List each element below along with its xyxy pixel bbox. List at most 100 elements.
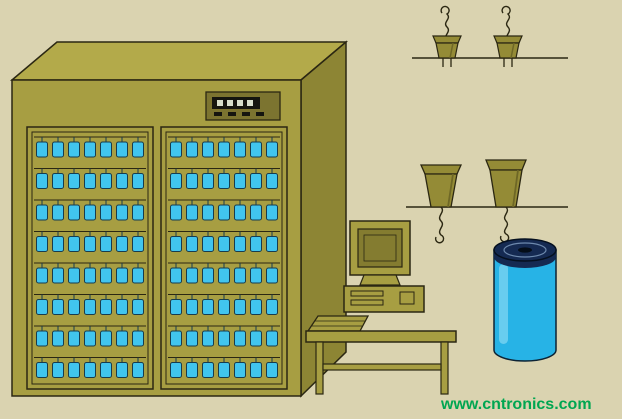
curled-lead-wire <box>499 206 510 243</box>
shelf-capacitor <box>419 164 463 244</box>
capacitor <box>84 330 96 347</box>
capacitor <box>52 330 64 347</box>
capacitor <box>266 173 278 189</box>
capacitor <box>170 299 182 315</box>
capacitor <box>250 204 262 221</box>
capacitor <box>170 330 182 347</box>
capacitor <box>250 236 262 252</box>
capacitor <box>186 141 198 158</box>
capacitor <box>84 141 96 158</box>
capacitor <box>186 299 198 315</box>
curled-lead-wire <box>440 5 450 41</box>
capacitor <box>52 267 64 284</box>
capacitor <box>218 299 230 315</box>
panel-button <box>228 112 236 116</box>
capacitor <box>266 236 278 252</box>
capacitor <box>250 141 262 158</box>
panel-button <box>256 112 264 116</box>
monitor <box>349 220 411 286</box>
capacitor <box>234 141 246 158</box>
capacitor <box>52 141 64 158</box>
capacitor <box>202 330 214 347</box>
capacitor <box>234 267 246 284</box>
capacitor <box>218 204 230 221</box>
capacitor <box>250 173 262 189</box>
large-capacitor <box>493 238 557 362</box>
monitoring-workstation <box>305 220 457 395</box>
capacitor <box>116 362 128 378</box>
capacitor <box>234 204 246 221</box>
capacitor <box>84 173 96 189</box>
top-vent-ring <box>503 242 547 258</box>
capacitor-body <box>435 42 459 59</box>
capacitor <box>170 173 182 189</box>
capacitor <box>202 173 214 189</box>
door-frame-outer <box>26 126 154 390</box>
capacitor <box>250 299 262 315</box>
table-top <box>305 330 457 343</box>
capacitor <box>84 299 96 315</box>
capacitor <box>186 330 198 347</box>
capacitor-shading <box>447 173 454 208</box>
capacitor <box>36 173 48 189</box>
door-frame-inner <box>165 131 283 385</box>
panel-button <box>242 112 250 116</box>
top-vent-center <box>518 247 532 253</box>
capacitor <box>202 141 214 158</box>
control-panel <box>205 91 281 121</box>
capacitor <box>218 330 230 347</box>
capacitor <box>36 141 48 158</box>
capacitor <box>68 141 80 158</box>
capacitor <box>132 299 144 315</box>
shelf-capacitors <box>406 159 568 244</box>
capacitor <box>186 267 198 284</box>
capacitor <box>234 362 246 378</box>
capacitor <box>100 267 112 284</box>
capacitor <box>266 141 278 158</box>
capacitor <box>116 141 128 158</box>
capacitor <box>68 173 80 189</box>
capacitor <box>36 299 48 315</box>
capacitor <box>250 267 262 284</box>
capacitor-flange <box>485 159 527 171</box>
test-cabinet <box>9 40 349 398</box>
case-body <box>343 285 425 313</box>
capacitor <box>202 204 214 221</box>
capacitor <box>36 362 48 378</box>
cabinet-top-face <box>9 41 349 81</box>
capacitor <box>116 173 128 189</box>
capacitor-body <box>496 42 520 59</box>
table-leg-right <box>440 341 449 395</box>
capacitor <box>186 204 198 221</box>
shelf-capacitor <box>485 159 527 243</box>
cylinder-highlight <box>499 264 508 344</box>
capacitor <box>170 204 182 221</box>
capacitor <box>218 141 230 158</box>
capacitor <box>250 330 262 347</box>
cabinet-door-right <box>160 126 288 390</box>
capacitor-flange <box>419 164 463 175</box>
capacitor <box>234 236 246 252</box>
capacitor <box>202 236 214 252</box>
display-digit <box>237 100 243 106</box>
capacitor <box>100 204 112 221</box>
capacitor <box>218 173 230 189</box>
capacitor <box>266 330 278 347</box>
capacitor-flange <box>493 35 523 44</box>
panel-buttons <box>214 112 264 116</box>
panel-display-digits <box>217 100 253 106</box>
capacitor-flange <box>432 35 462 44</box>
capacitor <box>218 267 230 284</box>
capacitor <box>100 299 112 315</box>
table-leg-left <box>315 341 324 395</box>
capacitor <box>116 204 128 221</box>
capacitor <box>202 267 214 284</box>
capacitor <box>36 204 48 221</box>
capacitor <box>170 141 182 158</box>
capacitor <box>132 267 144 284</box>
capacitor <box>100 141 112 158</box>
monitor-stand <box>359 274 401 286</box>
capacitor <box>116 236 128 252</box>
watermark: www.cntronics.com <box>440 396 592 413</box>
